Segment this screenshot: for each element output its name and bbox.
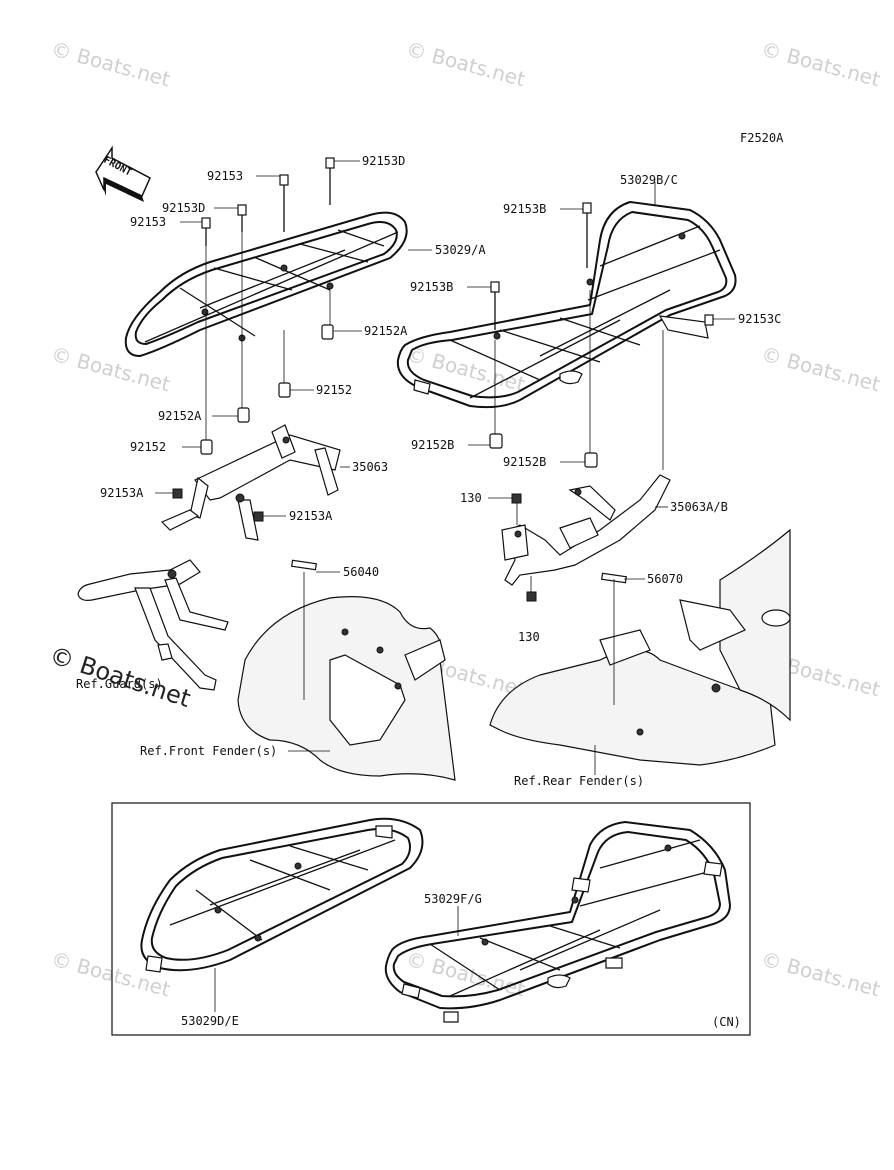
label-92152b: 92152B — [411, 438, 454, 452]
watermark: © Boats.net — [759, 342, 883, 397]
front-arrow-icon: FRONT — [95, 145, 151, 202]
label-130: 130 — [518, 630, 540, 644]
rear-rack-fasteners — [489, 202, 714, 602]
label-92152: 92152 — [316, 383, 352, 397]
region-code: (CN) — [712, 1015, 741, 1029]
label-92153a: 92153A — [289, 509, 333, 523]
label-92152a: 92152A — [364, 324, 408, 338]
label-53029fg: 53029F/G — [424, 892, 482, 906]
watermark: © Boats.net — [49, 37, 173, 92]
rear-fender — [489, 528, 791, 766]
watermark: © Boats.net — [404, 947, 528, 1002]
label-92153: 92153 — [130, 215, 166, 229]
rack-53029de — [140, 817, 424, 973]
label-92153a: 92153A — [100, 486, 144, 500]
rear-carrier-rack — [396, 201, 737, 409]
label-56040: 56040 — [343, 565, 379, 579]
label-35063ab: 35063A/B — [670, 500, 728, 514]
watermark: © Boats.net — [759, 947, 883, 1002]
label-92153d: 92153D — [162, 201, 205, 215]
label-53029de: 53029D/E — [181, 1014, 239, 1028]
label-56070: 56070 — [647, 572, 683, 586]
figure-code: F2520A — [740, 131, 784, 145]
cn-variant-box — [111, 802, 751, 1036]
front-bracket-35063 — [160, 424, 341, 541]
label-92152: 92152 — [130, 440, 166, 454]
label-53029a: 53029/A — [435, 243, 486, 257]
label-92153d: 92153D — [362, 154, 405, 168]
label-92153b: 92153B — [410, 280, 453, 294]
label-92152b: 92152B — [503, 455, 546, 469]
front-carrier-rack — [124, 211, 408, 357]
front-guard — [77, 559, 229, 691]
label-92152a: 92152A — [158, 409, 202, 423]
watermark: © Boats.net — [49, 342, 173, 397]
label-ref-rear-fender: Ref.Rear Fender(s) — [514, 774, 644, 788]
leader-lines — [155, 160, 735, 1012]
label-35063: 35063 — [352, 460, 388, 474]
label-92153: 92153 — [207, 169, 243, 183]
part-labels: 92153 92153D 92153D 92153 53029/A 92152A… — [76, 154, 781, 1029]
watermark: © Boats.net — [404, 37, 528, 92]
rack-53029fg — [384, 821, 731, 1023]
watermark: © Boats.net — [49, 947, 173, 1002]
label-ref-guard: Ref.Guard(s) — [76, 677, 163, 691]
label-ref-front-fender: Ref.Front Fender(s) — [140, 744, 277, 758]
watermark: © Boats.net — [759, 37, 883, 92]
rear-bracket-35063ab — [501, 330, 671, 592]
front-fender — [237, 559, 456, 781]
label-92153c: 92153C — [738, 312, 781, 326]
label-53029bc: 53029B/C — [620, 173, 678, 187]
label-130: 130 — [460, 491, 482, 505]
label-92153b: 92153B — [503, 202, 546, 216]
